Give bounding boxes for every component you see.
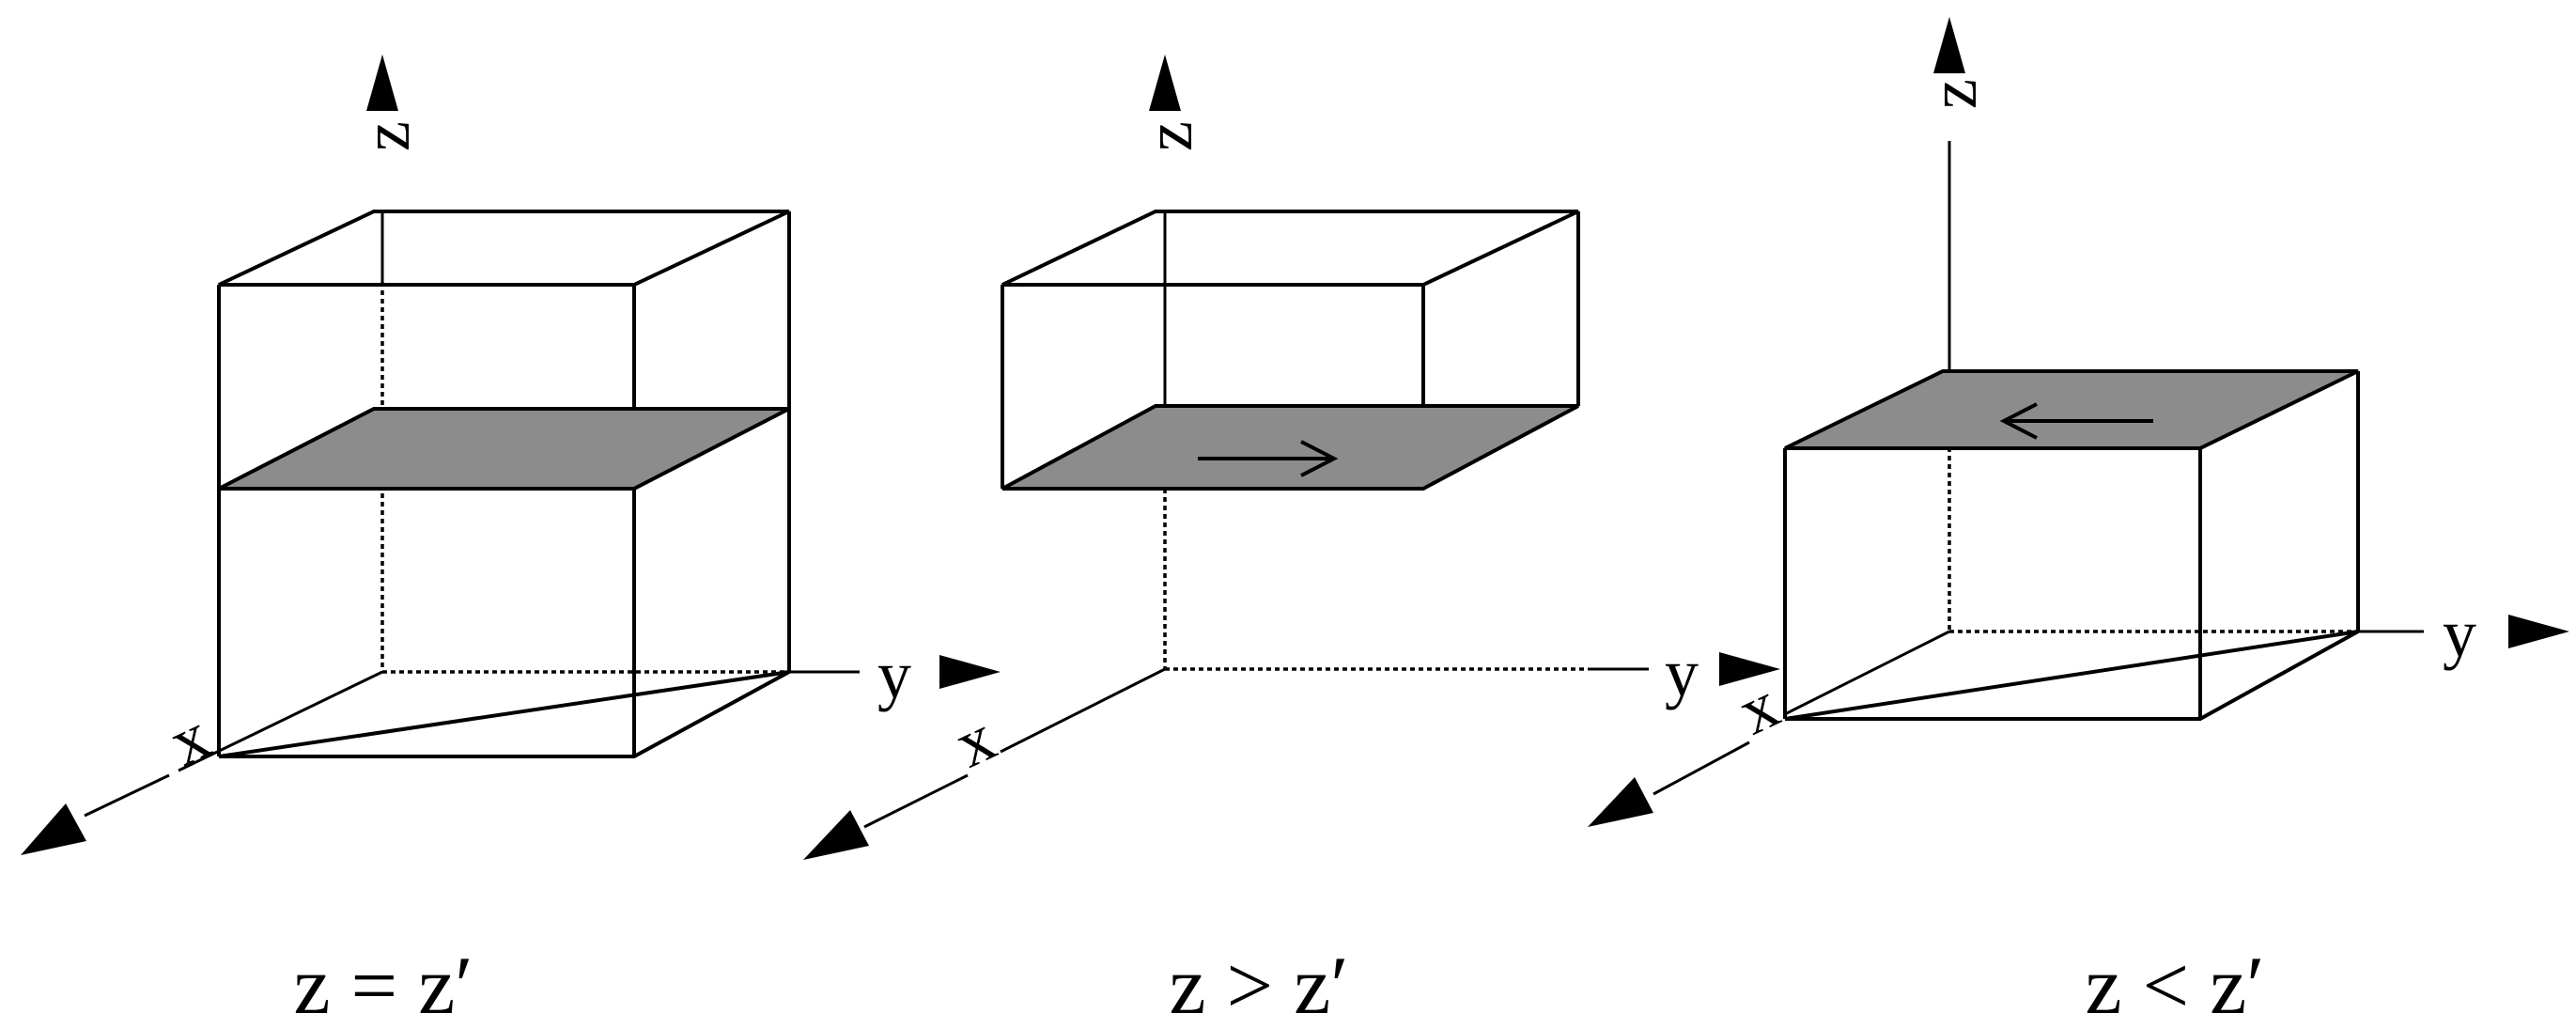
panel-3: z y x bbox=[1588, 17, 2569, 827]
panel-2-z-arrowhead bbox=[1149, 55, 1181, 111]
panel-2-z-label: z bbox=[1131, 121, 1206, 151]
panel-3-plane-arrowhead bbox=[1999, 402, 2038, 440]
panel-2-caption: z > z′ bbox=[1170, 941, 1349, 1029]
panel-1-x-arrowhead bbox=[21, 803, 86, 855]
panel-2: z y x bbox=[803, 55, 1780, 860]
panel-3-y-label: y bbox=[2443, 596, 2476, 671]
panel-2-y-label: y bbox=[1665, 635, 1699, 710]
panel-3-caption: z < z′ bbox=[2086, 941, 2265, 1029]
panel-3-y-arrowhead bbox=[2508, 615, 2569, 648]
panel-2-y-arrowhead bbox=[1719, 652, 1780, 686]
panel-1-shaded-plane bbox=[218, 407, 790, 491]
panel-2-x-arrowhead bbox=[803, 810, 869, 860]
panel-3-box-bottom bbox=[1784, 630, 2359, 721]
panel-1-x-label: x bbox=[159, 697, 221, 780]
panel-3-x-axis bbox=[1784, 630, 1950, 716]
panel-1-y-arrowhead bbox=[939, 655, 1001, 689]
panel-2-x-axis-outer bbox=[863, 773, 969, 829]
panel-1-y-label: y bbox=[877, 637, 911, 712]
panel-1-z-arrowhead bbox=[366, 55, 398, 111]
panel-3-z-arrowhead bbox=[1933, 17, 1965, 73]
panel-2-shaded-plane bbox=[1001, 404, 1579, 491]
panel-3-x-label: x bbox=[1728, 666, 1790, 749]
panel-3-x-arrowhead bbox=[1588, 777, 1653, 827]
panel-2-x-axis bbox=[1000, 667, 1166, 754]
panel-3-shaded-plane bbox=[1784, 369, 2359, 450]
panel-1-x-axis-outer bbox=[84, 773, 170, 818]
panel-1-z-label: z bbox=[349, 121, 424, 151]
panel-1: z y x bbox=[21, 55, 1001, 855]
panel-3-x-axis-outer bbox=[1653, 741, 1750, 796]
panel-2-plane-arrowhead bbox=[1300, 440, 1339, 477]
panel-1-box-bottom bbox=[218, 670, 790, 758]
panel-1-box-top bbox=[218, 210, 790, 287]
panel-1-caption: z = z′ bbox=[294, 941, 473, 1029]
panel-3-z-label: z bbox=[1916, 79, 1991, 109]
panel-2-box-top bbox=[1001, 210, 1579, 287]
panel-2-x-label: x bbox=[944, 699, 1006, 782]
panel-1-x-axis bbox=[178, 670, 383, 772]
